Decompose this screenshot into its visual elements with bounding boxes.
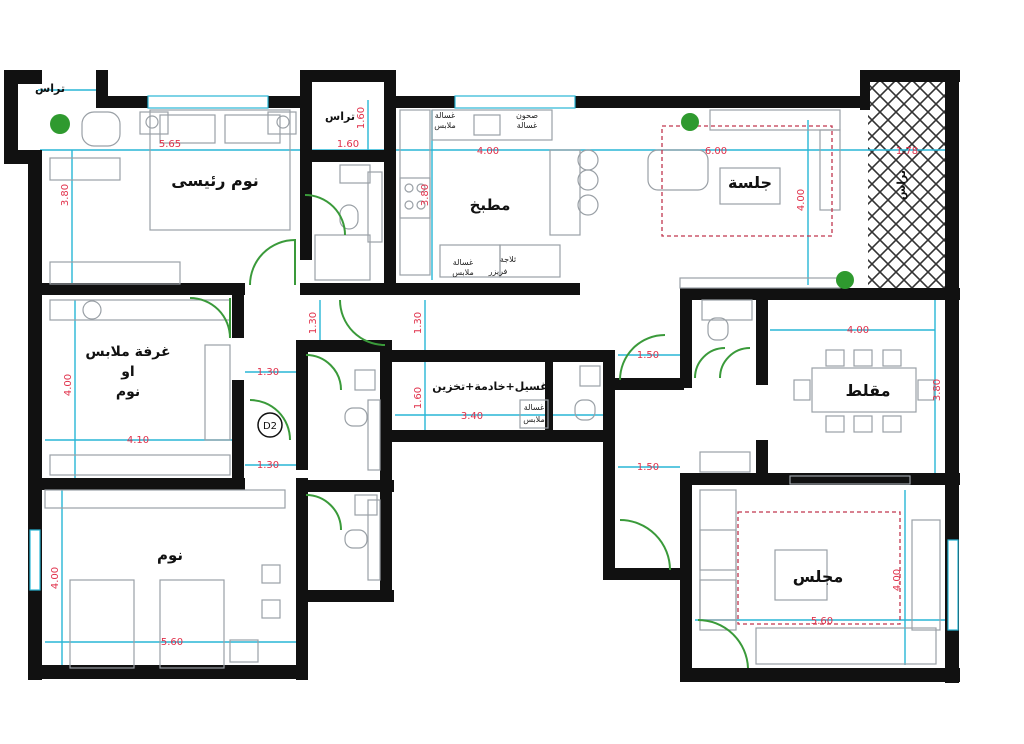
master-bed	[149, 109, 291, 231]
doors	[189, 194, 751, 669]
room-label-terrace-3: تراس	[895, 170, 908, 200]
door-tag: D2	[263, 421, 277, 432]
dim-majlis-height: 4.00	[892, 569, 903, 591]
door-tag-circle	[257, 412, 283, 438]
dim-corridor-2: 1.30	[413, 312, 424, 334]
dim-laundry-height: 1.60	[413, 387, 424, 409]
plant-icon	[836, 271, 854, 289]
room-label-terrace-2: تراس	[325, 110, 355, 123]
dim-hall-2: 1.30	[257, 460, 279, 471]
dim-kitchen-height: 3.80	[420, 184, 431, 206]
room-label-majlis: مجلس	[793, 567, 844, 586]
room-label-master-bedroom: نوم رئيسى	[171, 171, 259, 190]
appliance-stack-2: ملابس	[452, 268, 473, 277]
dim-bedroom-width: 5.60	[161, 637, 183, 648]
dim-terrace-depth: 1.60	[356, 107, 367, 129]
appliance-dishwasher-2: غسالة	[517, 121, 537, 130]
appliance-washer-2: ملابس	[434, 121, 455, 130]
room-label-dressing-3: نوم	[116, 384, 140, 400]
plants	[50, 113, 854, 289]
room-label-dining: مقلط	[845, 381, 890, 400]
appliance-washer-1: غسالة	[435, 111, 455, 120]
room-label-dressing-2: او	[120, 364, 135, 380]
appliance-dishwasher-1: صحون	[516, 111, 538, 120]
dim-terrace3-width: 1.78	[896, 146, 918, 157]
sitting-rug	[661, 125, 833, 237]
appliance-fridge: ثلاجة	[500, 255, 516, 264]
dim-laundry-width: 3.40	[461, 411, 483, 422]
dim-corridor-1: 1.30	[308, 312, 319, 334]
dim-dressing-width: 4.10	[127, 435, 149, 446]
dim-sitting-width: 6.00	[705, 146, 727, 157]
appliance-stack-1: غسالة	[453, 258, 473, 267]
dim-dining-height: 3.80	[932, 379, 943, 401]
room-label-terrace-1: تراس	[35, 82, 65, 95]
room-label-sitting: جلسة	[728, 173, 772, 192]
plant-icon	[681, 113, 699, 131]
dim-sitting-height: 4.00	[796, 189, 807, 211]
room-label-bedroom: نوم	[157, 546, 183, 564]
appliance-freezer: فريزر	[488, 267, 508, 276]
plant-icon	[50, 114, 70, 134]
room-label-kitchen: مطبخ	[470, 196, 511, 214]
windows	[29, 95, 959, 631]
dim-entry-2: 1.50	[637, 462, 659, 473]
dim-dining-width: 4.00	[847, 325, 869, 336]
majlis-rug	[737, 511, 901, 625]
dim-dressing-height: 4.00	[63, 374, 74, 396]
dim-bedroom-height: 4.00	[50, 567, 61, 589]
room-label-laundry: غسيل+خادمة+تخزين	[432, 380, 548, 393]
appliance-dryer-2: ملابس	[523, 415, 544, 424]
dim-majlis-width: 5.60	[811, 616, 833, 627]
appliance-dryer-1: غسالة	[524, 403, 544, 412]
walls	[4, 70, 960, 683]
dim-master-width: 5.65	[159, 139, 181, 150]
dim-kitchen-width: 4.00	[477, 146, 499, 157]
terrace-lattice	[868, 80, 950, 288]
dim-hall-1: 1.30	[257, 367, 279, 378]
dim-terrace-width: 1.60	[337, 139, 359, 150]
rugs	[661, 125, 901, 625]
room-label-dressing-1: غرفة ملابس	[85, 344, 170, 360]
dim-master-height: 3.80	[60, 184, 71, 206]
dim-entry-1: 1.50	[637, 350, 659, 361]
